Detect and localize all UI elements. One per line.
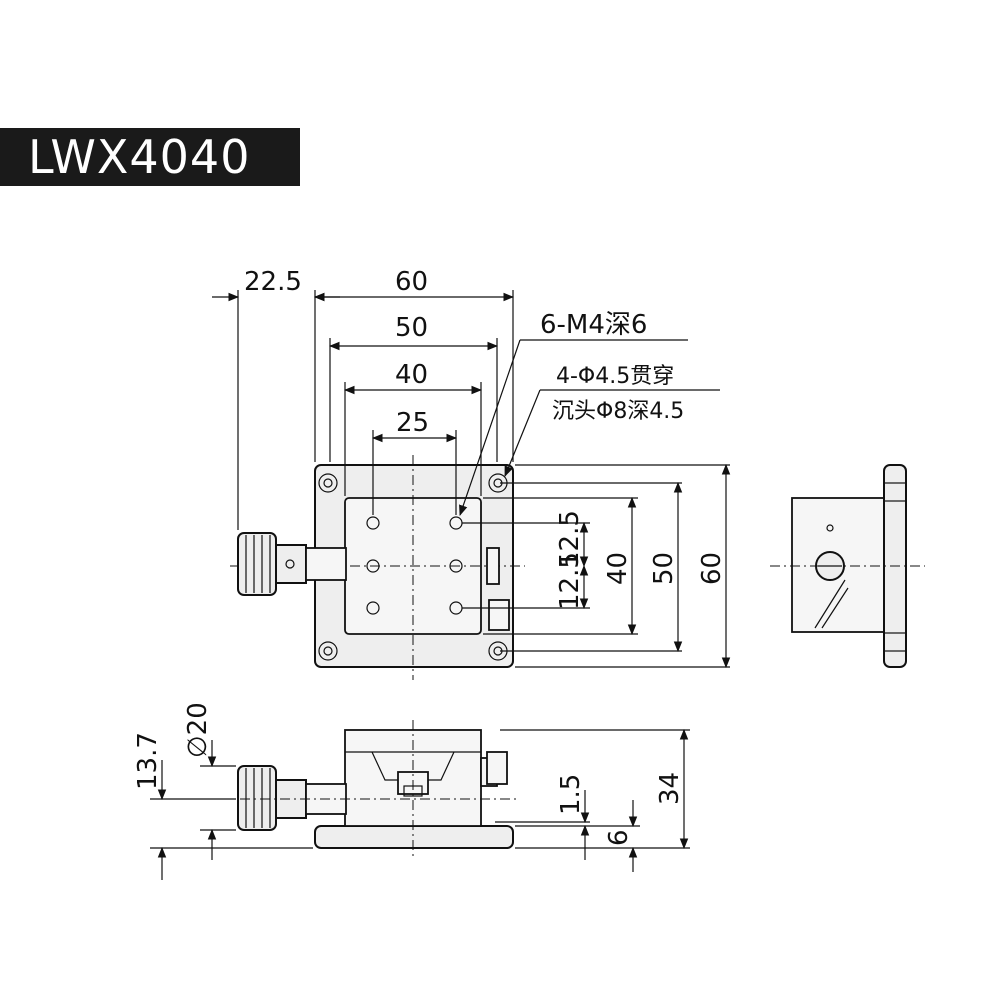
note-counterbore: 沉头Φ8深4.5 [552,399,684,424]
model-title: LWX4040 [0,128,300,186]
micrometer-shaft [305,547,347,581]
dim-1-5: 1.5 [556,774,586,815]
front-base [314,825,514,849]
end-view [770,464,925,668]
top-dimensions: 22.5 60 50 40 25 [212,267,515,530]
dim-right-12-5-a: 12.5 [555,510,585,568]
dim-right-40: 40 [603,552,633,585]
note-threaded-holes: 6-M4深6 [540,310,647,340]
dim-right-50: 50 [649,552,679,585]
dim-top-25: 25 [396,408,429,438]
dim-dia-20: ∅20 [183,702,213,758]
dim-top-40: 40 [395,360,428,390]
note-through-holes: 4-Φ4.5贯穿 [556,364,674,389]
right-dimensions: 12.5 12.5 40 50 60 [462,463,731,669]
dim-6: 6 [604,829,634,846]
dim-34: 34 [655,772,685,805]
front-dimensions: 13.7 ∅20 1.5 6 34 [133,702,690,880]
lock-lever [486,547,500,585]
dim-22-5: 22.5 [244,267,302,297]
dim-right-60: 60 [697,552,727,585]
micrometer-sleeve [275,544,307,584]
dim-right-12-5-b: 12.5 [555,552,585,610]
dim-13-7: 13.7 [133,732,163,790]
dim-top-50: 50 [395,313,428,343]
dim-top-60: 60 [395,267,428,297]
front-view [200,720,520,860]
hole-notes: 6-M4深6 4-Φ4.5贯穿 沉头Φ8深4.5 [459,310,720,517]
